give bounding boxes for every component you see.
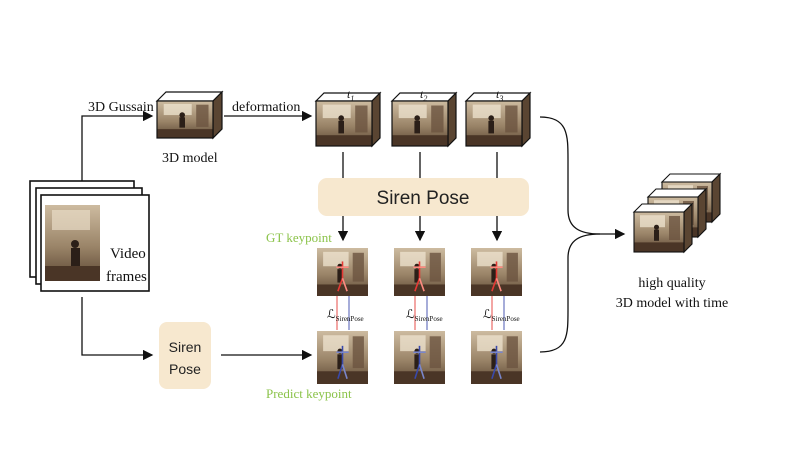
output-label-line1: high quality [638,276,705,291]
output-cube-layer [632,202,694,254]
cube-t1 [314,91,382,148]
output-label-line2: 3D model with time [616,296,728,311]
siren-pose-small-box [159,322,211,389]
predict-keypoint-image-1 [317,331,368,384]
cube-t2 [390,91,458,148]
gt-keypoint-image-1 [317,248,368,296]
time-label-t2: t2 [420,87,427,103]
model-3d-label: 3D model [162,151,218,166]
gt-keypoint-image-3 [471,248,522,296]
loss-label-1: ℒSirenPose [327,307,364,323]
predict-keypoint-label: Predict keypoint [266,386,352,401]
cube-face-scene [316,101,372,146]
output-3d-model-stack [632,172,722,254]
time-label-t3: t3 [496,87,503,103]
output-cube-scene [634,212,684,252]
video-frame-thumbnail [45,205,100,281]
skeleton-overlay [413,345,426,379]
deformation-label: deformation [232,100,300,115]
skeleton-overlay [490,345,503,379]
time-label-t1: t1 [347,87,354,103]
predict-keypoint-image-2 [394,331,445,384]
gt-keypoint-image-2 [394,248,445,296]
skeleton-overlay [336,261,349,292]
cube-t3 [464,91,532,148]
siren-to-gt-arrows [337,216,503,242]
cube-face-scene [392,101,448,146]
siren-pose-box-label: Siren Pose [377,188,470,209]
gt-keypoint-label: GT keypoint [266,230,332,245]
gaussian-label: 3D Gussain [88,100,154,115]
loss-label-3: ℒSirenPose [483,307,520,323]
siren-pose-small-label-line2: Pose [169,361,201,377]
siren-pose-small-label-line1: Siren [169,339,202,355]
loss-connector-lines [336,296,505,330]
cube-down-lines [342,152,498,178]
predict-keypoint-image-3 [471,331,522,384]
cube-3d-model [155,90,224,140]
video-frames-label-line2: frames [106,269,147,285]
skeleton-overlay [413,261,426,292]
siren-pose-box [318,178,529,216]
connector-lines [81,110,313,361]
video-frames-stack: Video frames [29,180,150,292]
merge-curves [539,116,626,353]
loss-label-2: ℒSirenPose [406,307,443,323]
cube-face-scene [466,101,522,146]
cube-face-scene [157,101,213,138]
skeleton-overlay [336,345,349,379]
video-frames-label-line1: Video [110,246,146,262]
skeleton-overlay [490,261,503,292]
